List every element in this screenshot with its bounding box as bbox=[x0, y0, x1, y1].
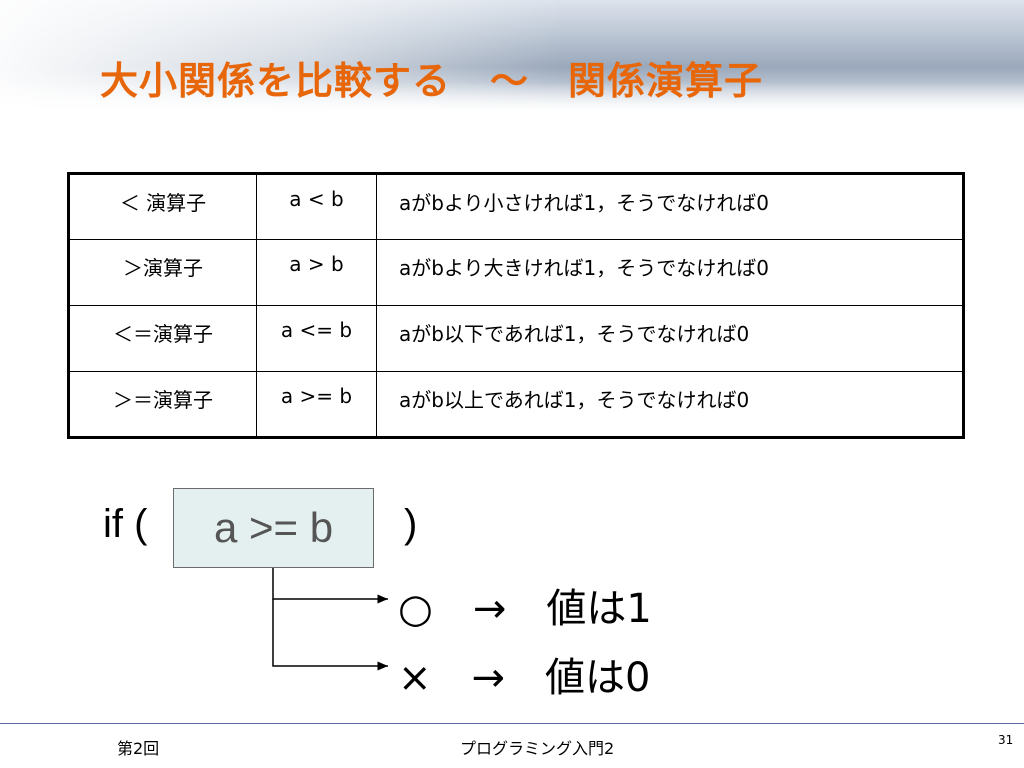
expression-cell: a <= b bbox=[256, 305, 377, 372]
true-branch-arrow bbox=[272, 568, 388, 604]
slide-title: 大小関係を比較する ～ 関係演算子 bbox=[100, 59, 764, 103]
if-keyword-open: if ( bbox=[103, 502, 148, 546]
if-close-paren: ) bbox=[404, 502, 418, 546]
table-row: ＞演算子 a > b aがbより大きければ1，そうでなければ0 bbox=[68, 239, 964, 306]
condition-box: a >= b bbox=[173, 488, 374, 568]
footer-course-title: プログラミング入門2 bbox=[460, 739, 615, 758]
table-row: ＜＝演算子 a <= b aがb以下であれば1，そうでなければ0 bbox=[68, 305, 964, 372]
false-branch-arrow bbox=[272, 599, 388, 671]
description-cell: aがb以下であれば1，そうでなければ0 bbox=[376, 305, 964, 372]
table-row: ＞＝演算子 a >= b aがb以上であれば1，そうでなければ0 bbox=[68, 371, 964, 438]
expression-cell: a >= b bbox=[256, 371, 377, 438]
page-number: 31 bbox=[998, 733, 1014, 747]
footer-divider bbox=[0, 723, 1024, 724]
expression-cell: a > b bbox=[256, 239, 377, 306]
table-row: ＜ 演算子 a < b aがbより小さければ1，そうでなければ0 bbox=[68, 173, 964, 240]
true-result: ○ → 値は1 bbox=[398, 586, 652, 632]
operator-cell: ＜＝演算子 bbox=[68, 305, 257, 372]
operator-cell: ＜ 演算子 bbox=[68, 173, 257, 240]
description-cell: aがb以上であれば1，そうでなければ0 bbox=[376, 371, 964, 438]
footer-session: 第2回 bbox=[117, 739, 160, 758]
operator-table: ＜ 演算子 a < b aがbより小さければ1，そうでなければ0 ＞演算子 a … bbox=[67, 172, 965, 439]
condition-text: a >= b bbox=[213, 504, 334, 551]
description-cell: aがbより大きければ1，そうでなければ0 bbox=[376, 239, 964, 306]
header-band bbox=[0, 0, 1024, 112]
operator-cell: ＞＝演算子 bbox=[68, 371, 257, 438]
expression-cell: a < b bbox=[256, 173, 377, 240]
description-cell: aがbより小さければ1，そうでなければ0 bbox=[376, 173, 964, 240]
operator-cell: ＞演算子 bbox=[68, 239, 257, 306]
false-result: × → 値は0 bbox=[398, 655, 651, 701]
